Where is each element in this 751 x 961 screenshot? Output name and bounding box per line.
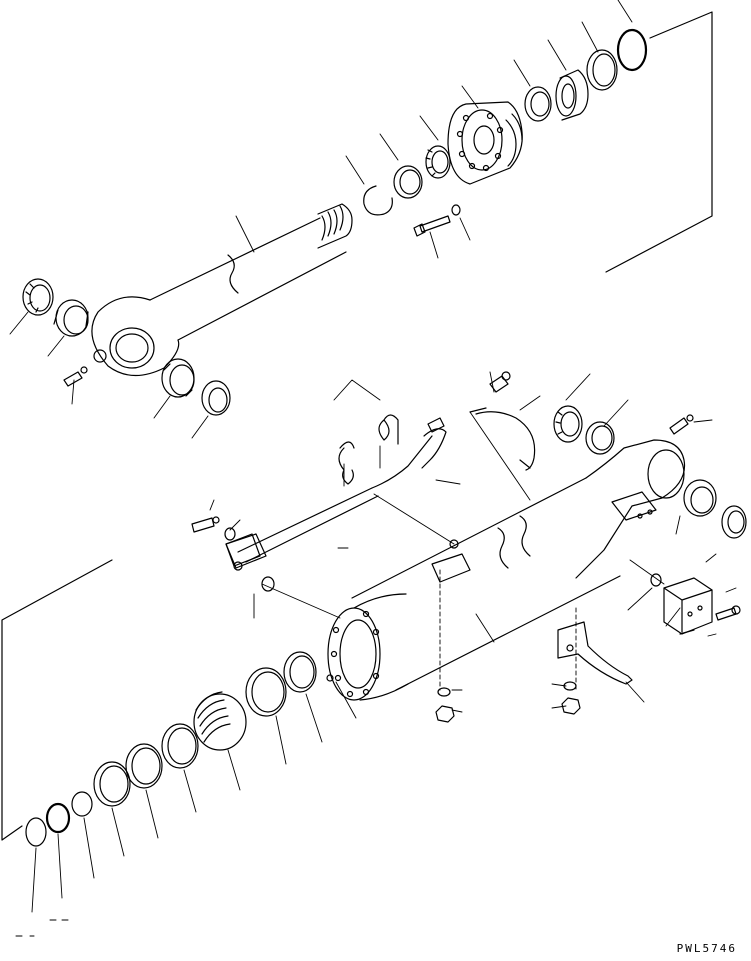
- leader-lines: [9, 0, 737, 913]
- rod-eye-bushing-right: [161, 358, 195, 398]
- grease-fitting-lower: [669, 414, 694, 435]
- block-bolt: [715, 605, 741, 621]
- grease-fitting-upper: [63, 366, 88, 387]
- pipe-clamp-band: [469, 407, 536, 471]
- assembly-lines: [261, 411, 665, 691]
- tube-bracket: [431, 539, 471, 583]
- nut-lower-b: [561, 697, 581, 715]
- clevis-seal-top: [553, 405, 583, 443]
- plug: [326, 674, 334, 682]
- o-ring-block: [650, 573, 662, 587]
- o-ring-c: [25, 817, 47, 847]
- rod-eye-bushing-left: [53, 299, 89, 337]
- drawing-code: PWL5746: [676, 942, 737, 955]
- cylinder-tube: [327, 439, 686, 701]
- piston-ring-a: [161, 723, 199, 769]
- block-pin: [679, 629, 695, 635]
- hydraulic-pipe: [225, 435, 433, 571]
- lower-frame-line: [1, 559, 113, 841]
- rod-eye-bore: [109, 327, 155, 369]
- wear-ring: [245, 667, 287, 717]
- upper-rod-assembly: [22, 11, 713, 416]
- buffer-ring: [393, 165, 423, 199]
- nut-lower-a: [435, 705, 455, 723]
- piston-ring-c: [93, 761, 131, 807]
- snap-ring: [363, 185, 393, 216]
- flange-washer: [224, 527, 236, 541]
- hose-clamp-a: [338, 441, 355, 485]
- rod-eye-seal-right: [201, 380, 231, 416]
- lower-clamp-bracket: [557, 621, 633, 685]
- pipe-elbow: [421, 417, 447, 469]
- washer-lower-a: [437, 687, 451, 697]
- dust-seal-bushing: [555, 69, 589, 121]
- clamp-bolt: [489, 371, 511, 393]
- clevis-seal-bottom: [721, 505, 747, 539]
- clevis-bushing-top: [585, 421, 615, 455]
- sensor-block: [663, 577, 713, 635]
- pipe-flange: [225, 533, 267, 569]
- flange-bolt: [191, 516, 220, 533]
- backup-ring: [586, 49, 618, 91]
- head-washer: [451, 204, 461, 216]
- upper-frame-line: [605, 11, 713, 273]
- o-ring-b: [45, 802, 71, 834]
- o-ring-head: [616, 28, 648, 72]
- cylinder-head: [447, 101, 523, 185]
- piston-seal-set: [283, 651, 317, 693]
- piston-rod: [91, 203, 353, 377]
- piston: [193, 691, 247, 751]
- head-bolt: [413, 215, 451, 237]
- piston-ring-b: [125, 743, 163, 789]
- hose-clamp-b: [378, 414, 399, 445]
- rod-seal: [524, 86, 552, 122]
- rod-bushing: [425, 145, 451, 179]
- clevis-bushing-bottom: [683, 479, 717, 517]
- rod-eye-seal-left: [22, 278, 54, 316]
- placeholder-dashes: [15, 919, 69, 937]
- o-ring-a: [71, 791, 93, 817]
- lower-cylinder-assembly: [1, 371, 747, 847]
